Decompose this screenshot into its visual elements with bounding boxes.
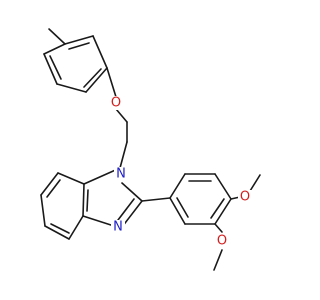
bond-imidazole <box>121 182 143 202</box>
bond-imidazole <box>82 183 85 217</box>
bond-tolyl-double <box>68 42 90 50</box>
bond-benzo-double <box>50 223 70 234</box>
bond-ring-oxygen <box>106 67 117 98</box>
bond-tolyl <box>43 43 66 55</box>
bond-benzo <box>68 215 84 240</box>
bond-c2-aryl <box>141 197 171 202</box>
bond-tolyl <box>85 67 108 93</box>
bond-imidazole <box>121 200 143 228</box>
bond-aryl <box>214 173 232 200</box>
bond-tolyl <box>43 53 58 85</box>
oxygen-atom: O <box>109 96 123 111</box>
nitrogen-atom: N <box>111 220 125 235</box>
nitrogen-atom-label: N <box>116 167 126 182</box>
bond-tolyl-double <box>49 55 62 80</box>
nitrogen-atom-label: N <box>113 220 123 235</box>
oxygen-atom: O <box>215 234 229 249</box>
oxygen-atom: O <box>238 190 252 205</box>
bond-methyl <box>48 28 66 45</box>
bond-imidazole <box>82 215 115 227</box>
bond-aryl-double <box>176 197 189 218</box>
bond-aryl <box>214 198 232 225</box>
bond-tolyl-double <box>83 68 102 88</box>
bond-aryl-double <box>210 198 225 219</box>
bond-tolyl <box>92 35 108 69</box>
bond-imidazole-double <box>117 198 135 221</box>
oxygen-atom-label: O <box>111 96 121 111</box>
bond-benzo <box>44 225 70 240</box>
bond-ch2-nitrogen <box>119 141 128 169</box>
background <box>0 0 300 300</box>
bond-benzo-double <box>46 179 61 198</box>
bond-tolyl <box>64 35 94 45</box>
bond-methoxy <box>214 223 223 233</box>
bond-aryl <box>169 173 186 199</box>
bond-benzo-double <box>86 189 89 212</box>
bond-benzo <box>40 194 46 227</box>
nitrogen-atom: N <box>114 167 128 182</box>
atom-labels: O N N O O <box>109 96 252 249</box>
bond-benzo <box>57 172 85 185</box>
bond-methoxy <box>249 174 261 192</box>
bond-aryl <box>169 197 186 225</box>
oxygen-atom-label: O <box>240 190 250 205</box>
bond-benzo <box>40 172 59 196</box>
bond-tolyl <box>56 83 87 93</box>
molecule-structure: O N N O O <box>0 0 300 300</box>
bond-oxygen-ch2 <box>115 108 128 123</box>
oxygen-atom-label: O <box>217 234 227 249</box>
bond-methoxy <box>213 249 223 271</box>
